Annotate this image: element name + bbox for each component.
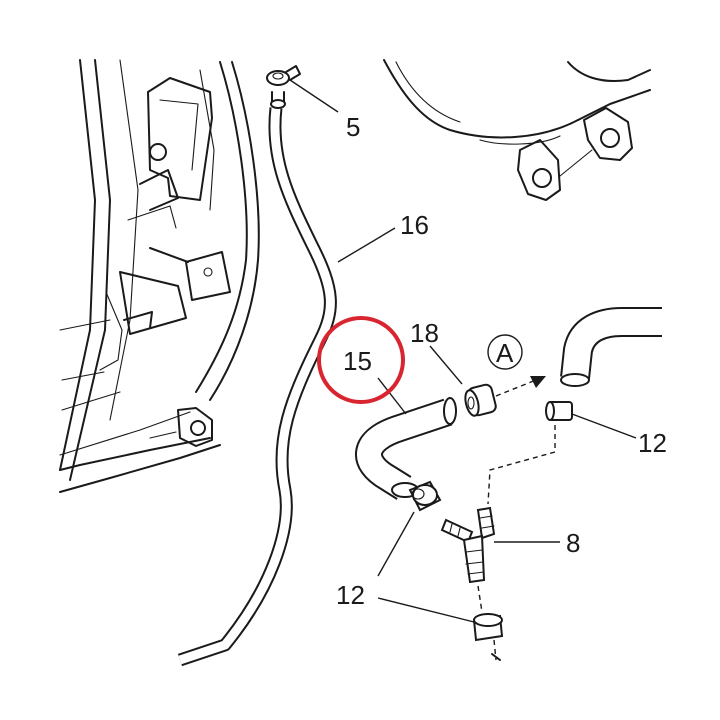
callout-15: 15 [343,346,372,376]
highlight-circle [317,316,405,404]
callout-12-bottom: 12 [336,580,365,610]
clamp-12-bottom [472,613,504,661]
clamp-18 [464,383,497,417]
clamp-5 [266,65,301,109]
dashed-connections [477,425,556,661]
leader-lines [289,79,637,623]
callout-8: 8 [566,528,580,558]
callout-16: 16 [400,210,429,240]
callout-18: 18 [410,318,439,348]
clamp-12-right [545,401,573,421]
hose-right [560,307,662,387]
hose-16 [177,107,337,667]
callout-12-right: 12 [638,428,667,458]
y-connector-8 [440,506,496,584]
hose-15 [355,397,457,500]
callout-a: A [496,338,514,368]
body-panel-upper-right [383,59,651,201]
body-panel-left [59,59,260,493]
direction-arrow-a [487,334,546,397]
clamp-12-middle [408,480,442,512]
callout-5: 5 [346,112,360,142]
